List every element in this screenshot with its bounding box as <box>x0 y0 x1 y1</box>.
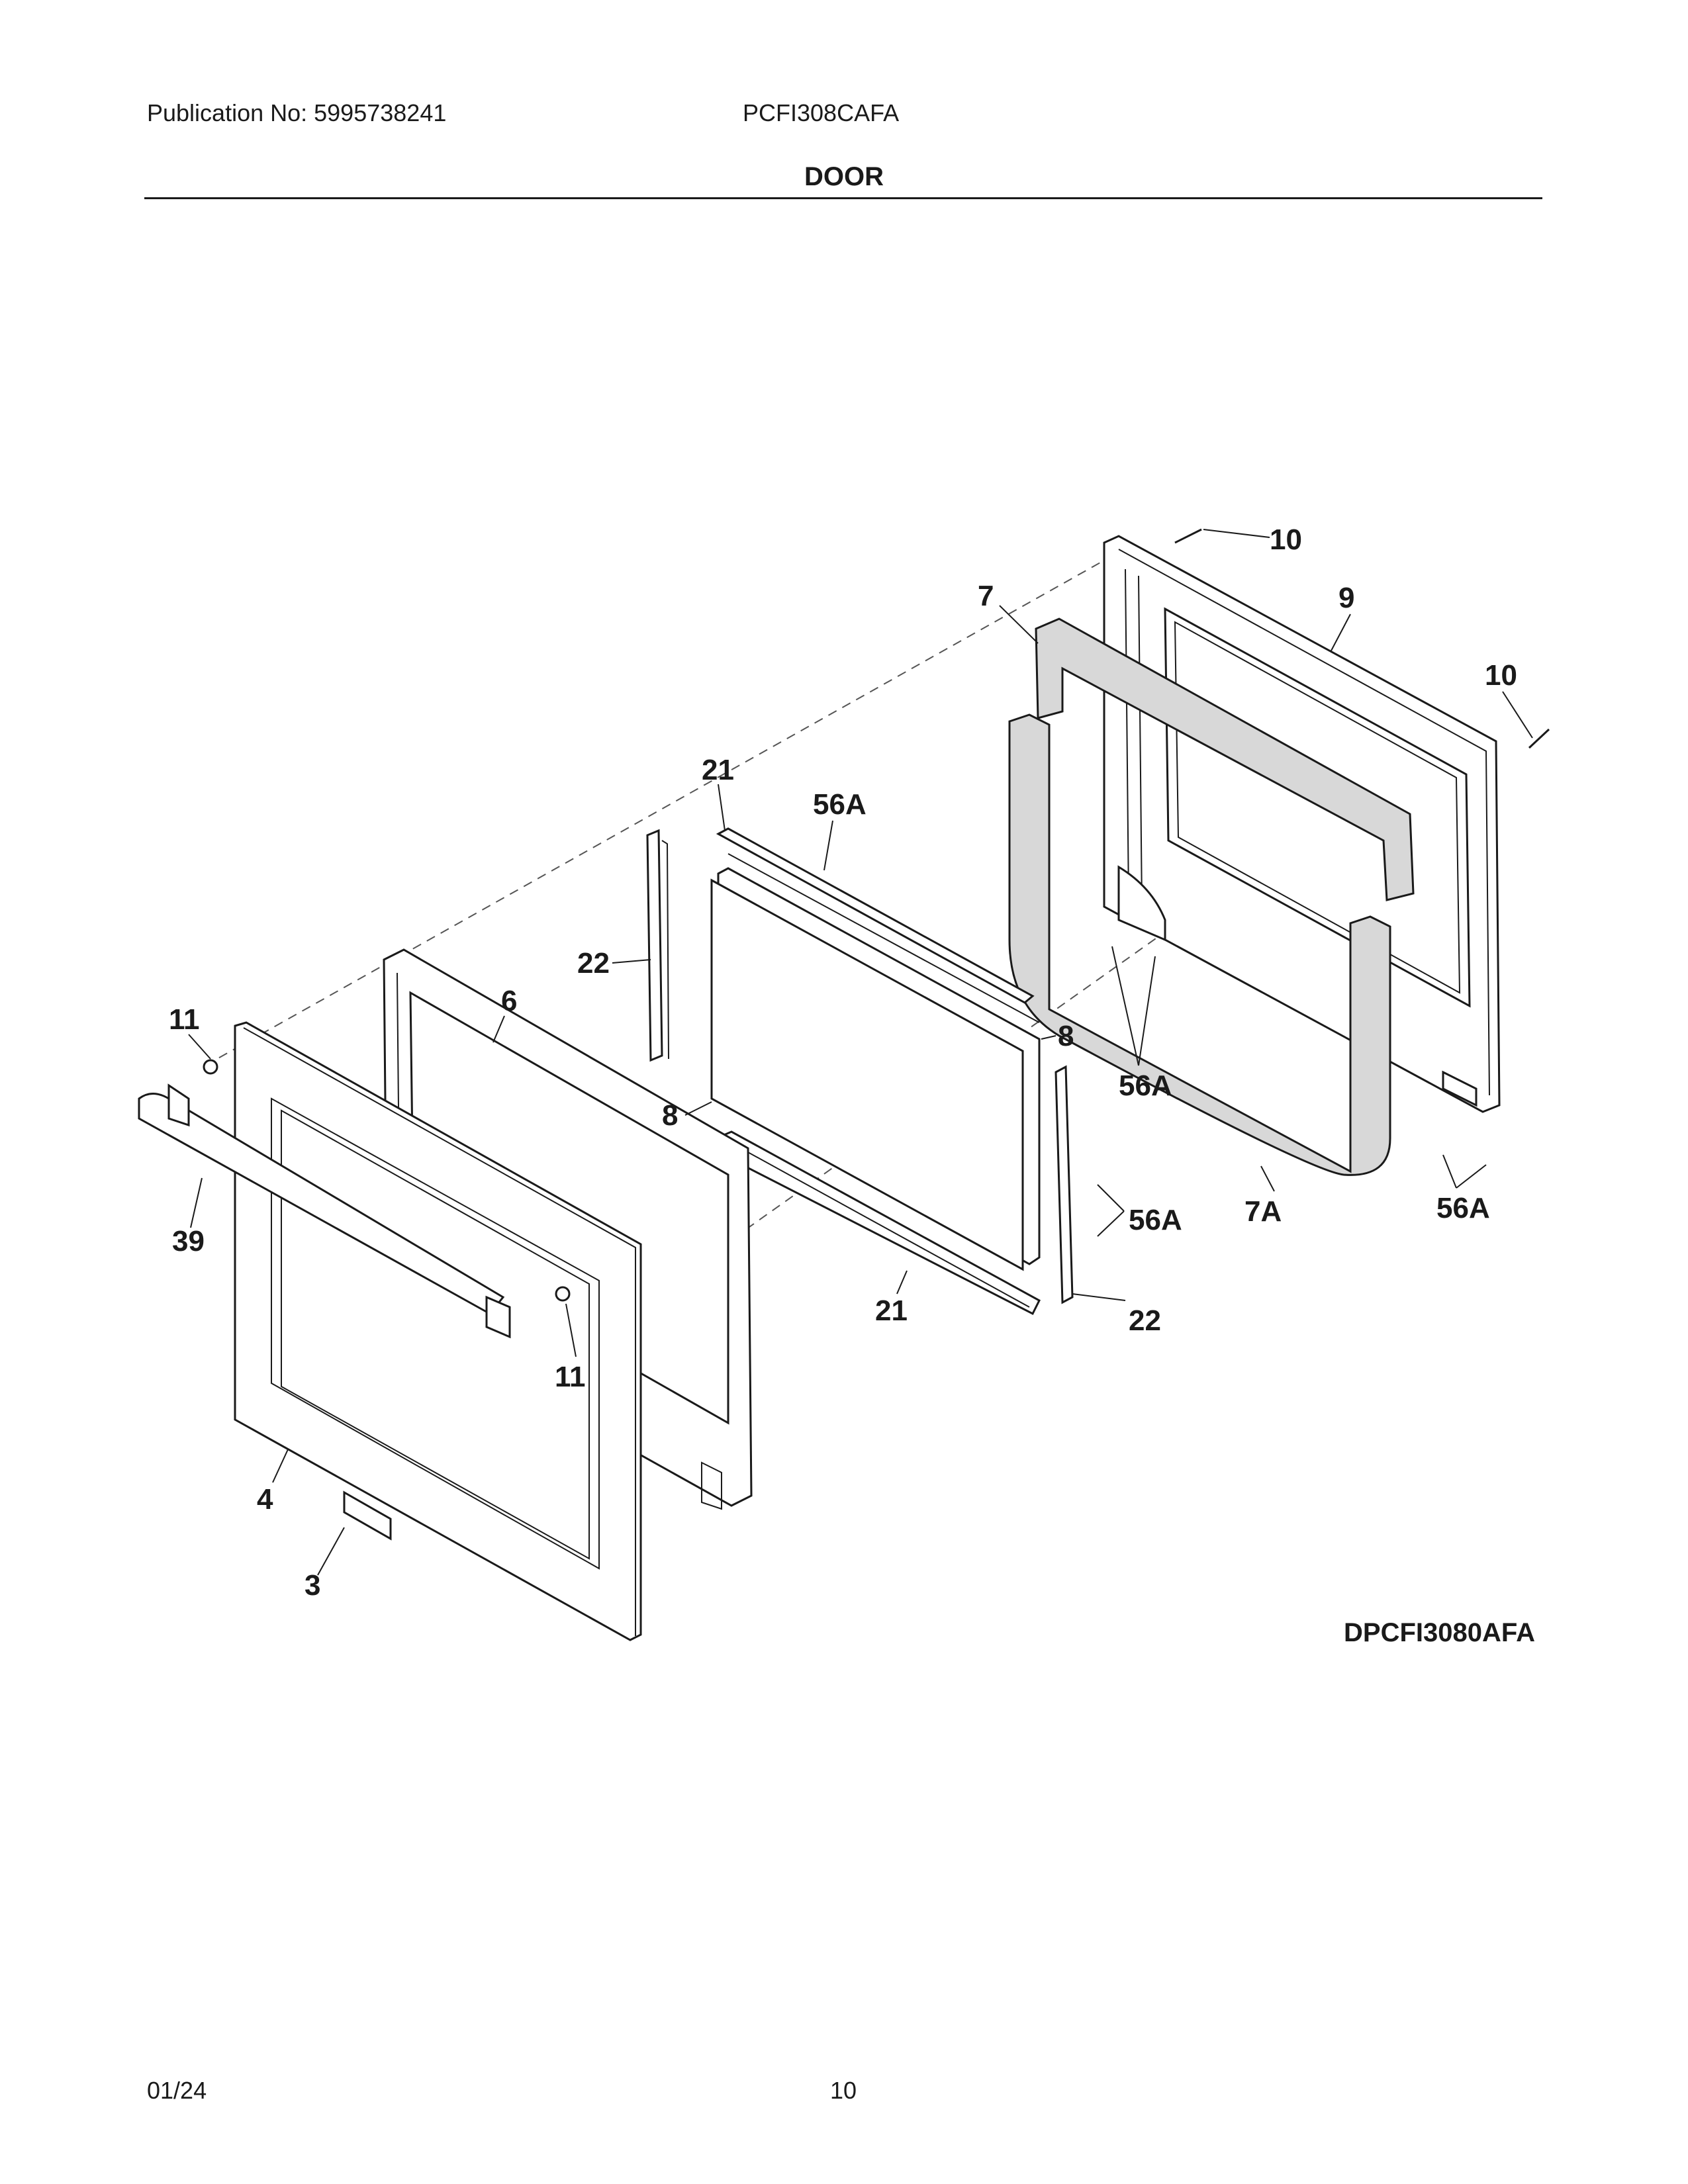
callout-8-right: 8 <box>1058 1020 1074 1052</box>
callout-11-left: 11 <box>169 1003 200 1036</box>
diagram-code: DPCFI3080AFA <box>1344 1618 1535 1647</box>
part-screws <box>1174 528 1550 749</box>
part-side-channel-left <box>646 829 669 1062</box>
model-number: PCFI308CAFA <box>743 99 900 126</box>
publication-number: Publication No: 5995738241 <box>147 99 447 126</box>
callout-11-bottom: 11 <box>555 1361 586 1393</box>
footer-date: 01/24 <box>147 2077 207 2104</box>
callout-8-left: 8 <box>662 1099 678 1132</box>
callout-56a-right: 56A <box>1436 1192 1490 1224</box>
callout-56a-top: 56A <box>813 788 867 821</box>
callout-10-right: 10 <box>1485 659 1517 692</box>
callout-3: 3 <box>305 1569 320 1602</box>
callout-22-left: 22 <box>577 947 610 979</box>
callout-6: 6 <box>501 985 517 1017</box>
callout-21-bottom: 21 <box>875 1295 908 1327</box>
part-outer-door-panel <box>234 1021 642 1641</box>
part-side-channel-right <box>1055 1065 1074 1304</box>
callout-39: 39 <box>172 1225 205 1257</box>
callout-7a: 7A <box>1244 1195 1282 1228</box>
leader-lines <box>188 529 1533 1576</box>
callout-9: 9 <box>1338 582 1354 614</box>
callout-56a-lower: 56A <box>1129 1204 1182 1236</box>
part-inner-door-liner <box>1103 535 1501 1113</box>
callout-21-top: 21 <box>702 754 734 786</box>
callout-56a-mid: 56A <box>1119 1069 1172 1102</box>
part-badge <box>343 1490 392 1541</box>
callout-10-top: 10 <box>1270 523 1302 556</box>
callout-labels: 10 9 7 10 21 56A 22 6 11 8 8 56A 7A 56A … <box>169 523 1535 1647</box>
callout-7: 7 <box>978 580 994 612</box>
header-rule <box>144 197 1542 199</box>
part-glass-pack <box>710 827 1041 1271</box>
part-insulation-bottom <box>1008 713 1391 1176</box>
part-handle <box>138 1059 571 1339</box>
callout-22-right: 22 <box>1129 1304 1161 1337</box>
callout-4: 4 <box>257 1483 273 1516</box>
page-number: 10 <box>830 2077 857 2104</box>
section-title: DOOR <box>804 162 884 191</box>
part-insulation-top <box>1035 617 1415 901</box>
